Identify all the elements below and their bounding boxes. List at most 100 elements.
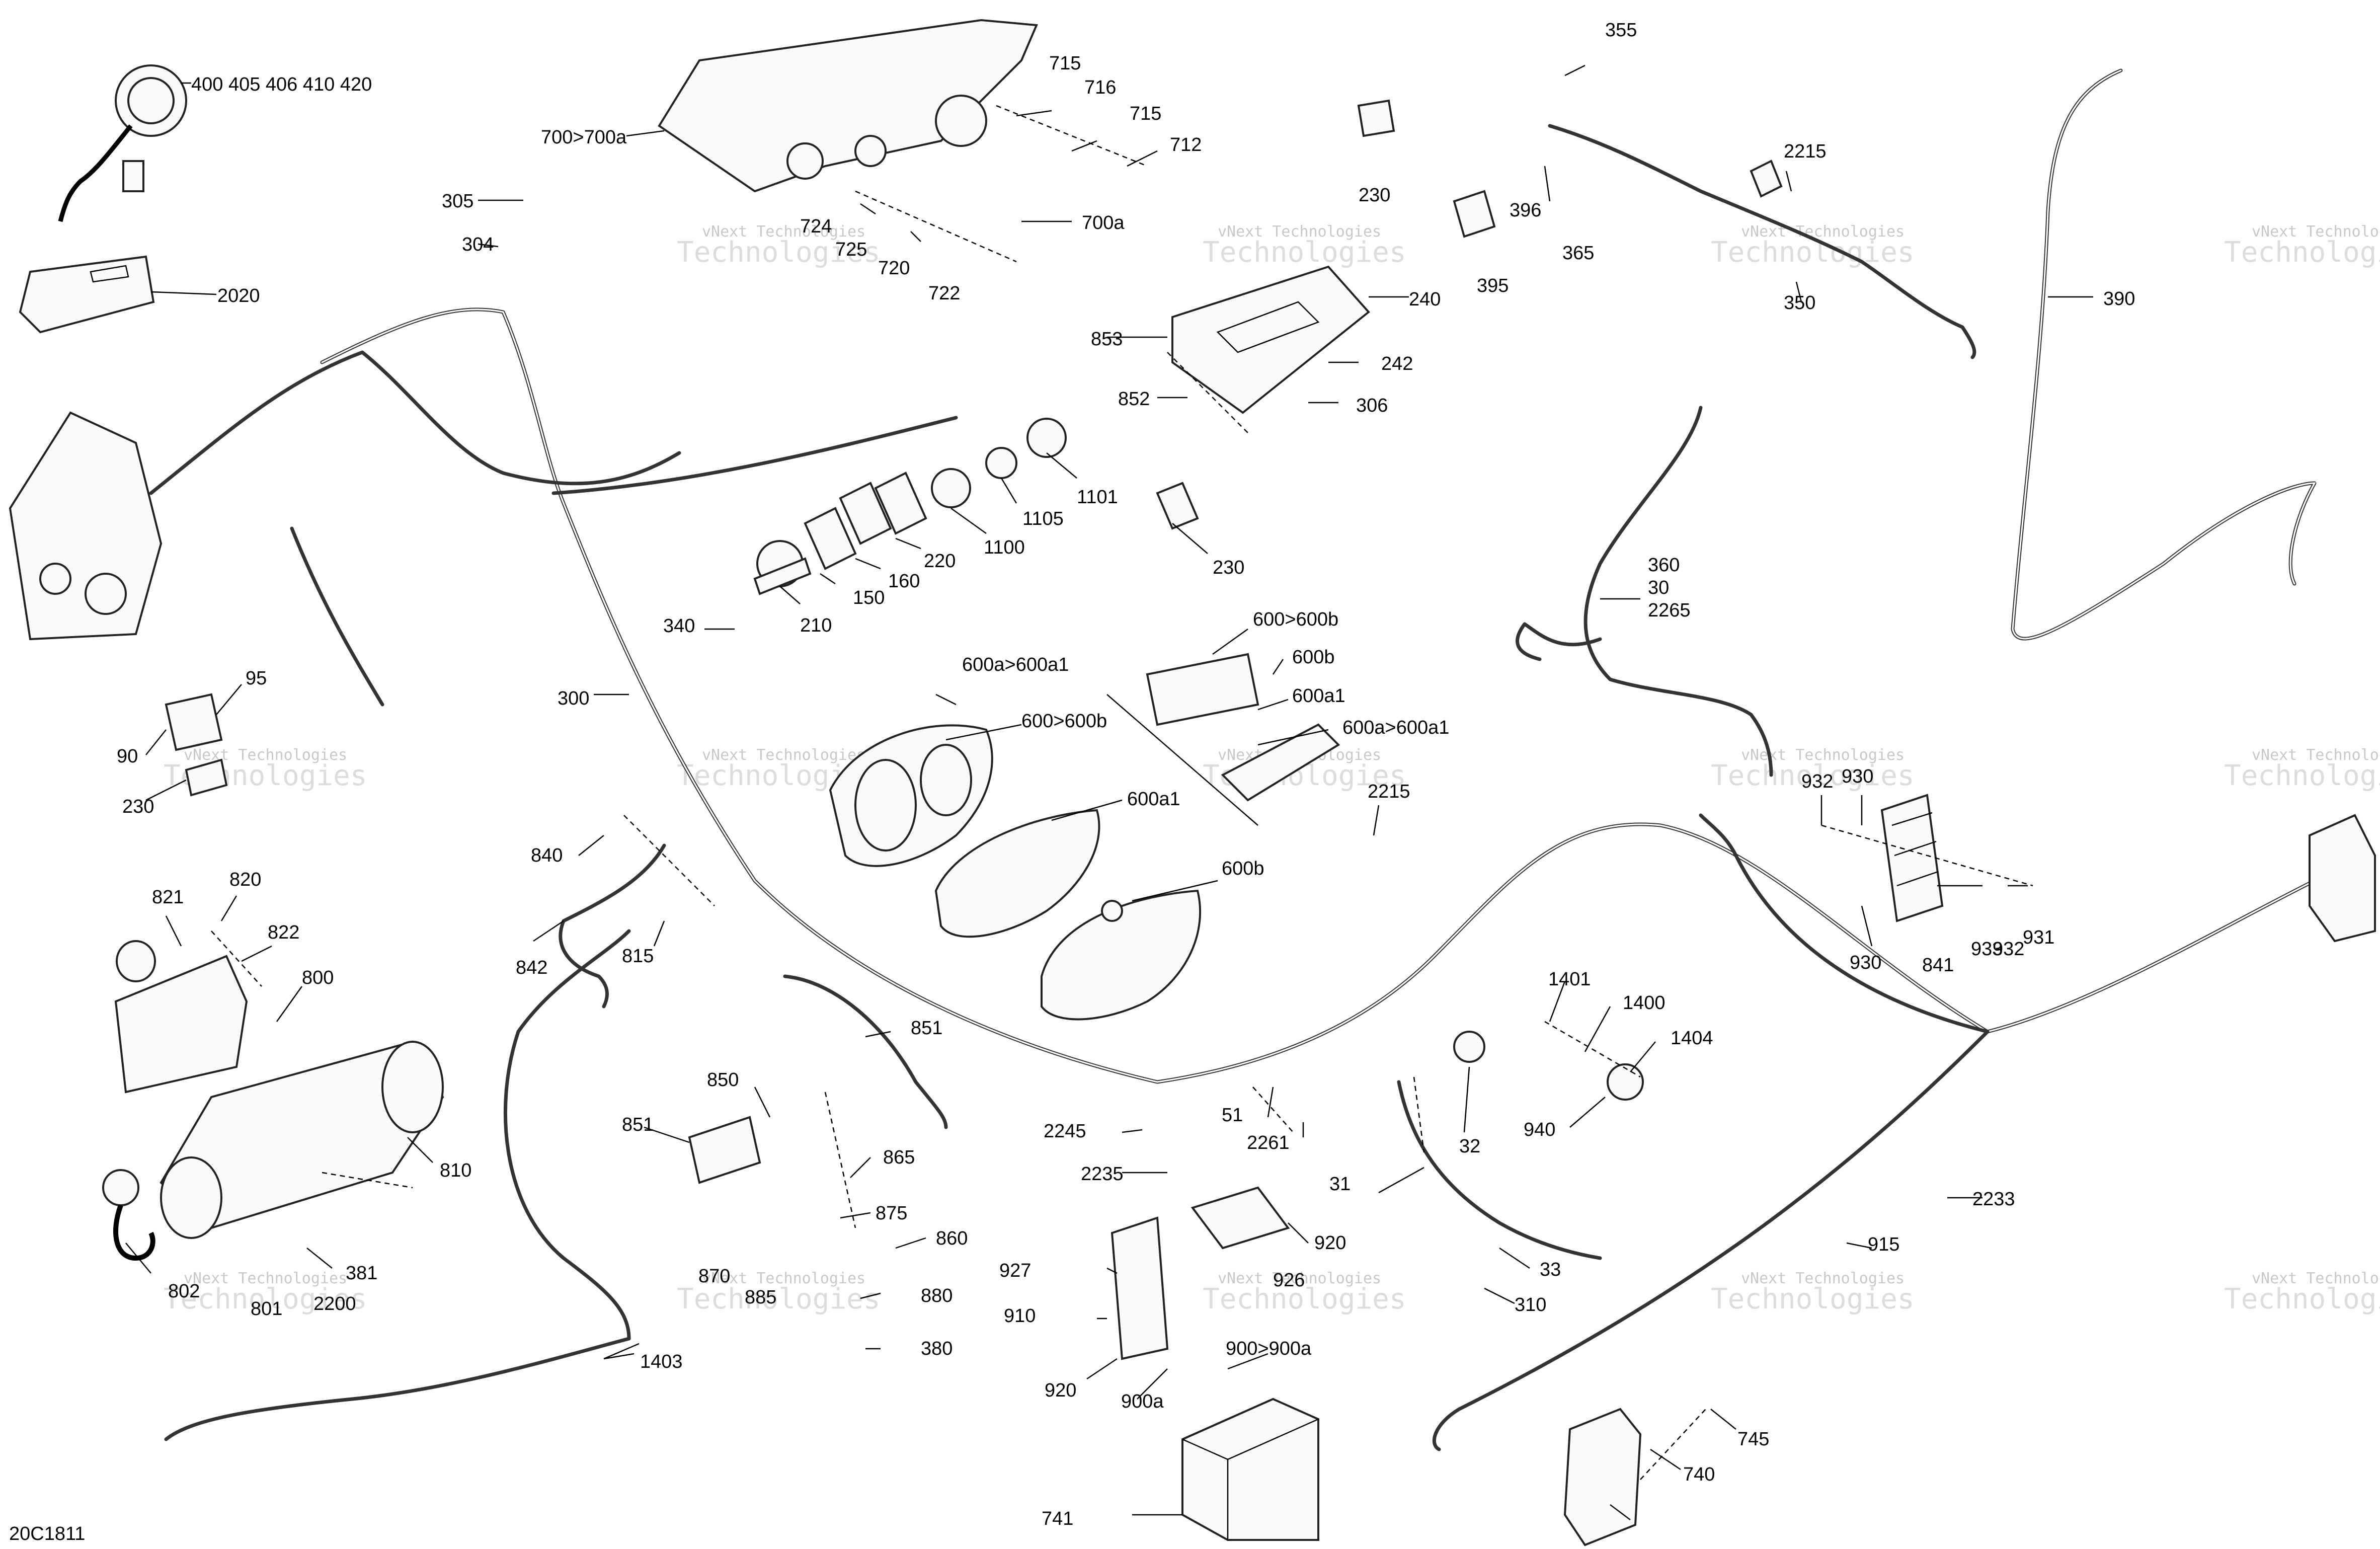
watermark-line2: Technologies [1203,236,1406,269]
hook-810 [102,1169,155,1261]
callout-label: 150 [853,587,885,608]
watermark: vNext Technologies Technologies [164,1270,367,1315]
callout-label: 600b [1222,858,1264,879]
callout-label: 842 [516,957,547,978]
spotlight-400 [58,64,187,222]
watermark-line2: Technologies [2224,759,2380,792]
callout-label: 853 [1091,329,1123,350]
callout-label: 822 [268,922,299,943]
callout-label: 1400 [1623,992,1665,1014]
callout-label: 920 [1314,1232,1346,1254]
case-2020 [19,255,155,334]
headlight-left [9,411,163,641]
watermark-line1: vNext Technologies [1218,223,1381,241]
connector-2215-top [1750,160,1783,198]
callout-label: 390 [2103,288,2135,309]
watermark: vNext Technologies Technologies [677,1270,881,1315]
callout-label: 304 [462,234,494,255]
watermark-line2: Technologies [1203,1283,1406,1315]
callout-label: 210 [800,615,832,636]
callout-label: 716 [1084,77,1116,98]
harness-840 [559,843,666,1009]
callout-label: 380 [921,1338,953,1359]
gauge-cluster-600 [829,724,993,867]
watermark-line1: vNext Technologies [184,746,347,764]
callout-label: 715 [1049,53,1081,74]
callout-label: 600a1 [1292,685,1345,707]
fuse-box-240 [1171,265,1370,414]
display-frame-600a1 [1221,723,1340,802]
callout-label: 851 [911,1018,942,1039]
callout-label: 340 [663,615,695,637]
callout-label: 600a1 [1127,789,1180,810]
callout-label: 860 [936,1228,968,1249]
callout-label: 2020 [217,285,260,306]
fastener-axes [211,105,2033,1480]
callout-label: 396 [1510,200,1541,221]
callout-label: 1404 [1671,1028,1713,1049]
callout-label: 740 [1683,1464,1715,1485]
callout-labels: 400 405 406 410 420 2020 305 304 700>700… [117,20,2135,1529]
callout-label: 715 [1130,103,1161,124]
watermark-line2: Technologies [2224,236,2380,269]
watermark-line1: vNext Technologies [702,223,865,241]
watermark-line2: Technologies [164,1283,367,1315]
gauge-bezel-600b [1041,889,1202,1021]
callout-label: 840 [531,845,563,866]
callout-label: 926 [1273,1270,1305,1291]
callout-label: 930 [1842,766,1873,787]
callout-label: 2200 [313,1293,356,1314]
watermark: vNext Technologies Technologies [2224,1270,2380,1315]
watermark: vNext Technologies Technologies [1711,223,1915,269]
callout-label: 800 [302,967,334,988]
callout-label: 815 [622,946,654,967]
callout-label: 600a>600a1 [962,654,1069,675]
callout-label: 305 [442,191,473,212]
callout-label: 95 [246,668,267,689]
watermark: vNext Technologies Technologies [2224,746,2380,792]
callout-label: 2235 [1081,1164,1124,1185]
watermark-line1: vNext Technologies [184,1270,347,1287]
power-outlet-1100 [931,468,971,508]
callout-label: 33 [1540,1259,1561,1280]
watermark: vNext Technologies Technologies [2224,223,2380,269]
callout-label: 1101 [1077,487,1118,508]
battery-900 [1181,1398,1319,1541]
callout-label: 700a [1082,212,1125,234]
callout-label: 865 [883,1147,915,1168]
callout-label: 927 [999,1260,1031,1281]
callout-label: 30 [1648,577,1669,598]
knob-940 [1453,1031,1485,1063]
watermark: vNext Technologies Technologies [1203,1270,1406,1315]
callout-label: 851 [622,1114,654,1135]
relay-395 [1453,190,1496,238]
switch-150 [804,507,857,570]
callout-label: 712 [1170,134,1202,156]
callout-label: 2233 [1972,1189,2015,1210]
watermark-line1: vNext Technologies [702,1270,865,1287]
callout-label: 2245 [1044,1121,1086,1142]
callout-label: 1403 [640,1351,683,1372]
watermark-line1: vNext Technologies [2252,746,2380,764]
module-right [2309,814,2376,943]
callout-label: 300 [558,688,589,709]
callout-label: 940 [1524,1119,1555,1140]
callout-label: 600>600b [1253,609,1338,630]
callout-label: 31 [1329,1174,1351,1195]
callout-label: 600b [1292,647,1335,668]
watermark-line1: vNext Technologies [1218,1270,1381,1287]
callout-label: 160 [888,571,920,592]
callout-label: 230 [122,796,154,817]
contactor-850 [688,1116,761,1184]
watermark-line2: Technologies [1711,1283,1915,1315]
callout-label: 240 [1409,289,1441,310]
callout-label: 600>600b [1021,711,1107,732]
watermark-line1: vNext Technologies [1741,223,1905,241]
cap-1105 [985,447,1017,479]
callout-label: 850 [707,1069,739,1091]
callout-label: 821 [152,887,184,908]
gauge-lens-600a1 [934,809,1100,938]
callout-label: 841 [1922,955,1954,976]
callout-label: 600a>600a1 [1342,717,1449,738]
